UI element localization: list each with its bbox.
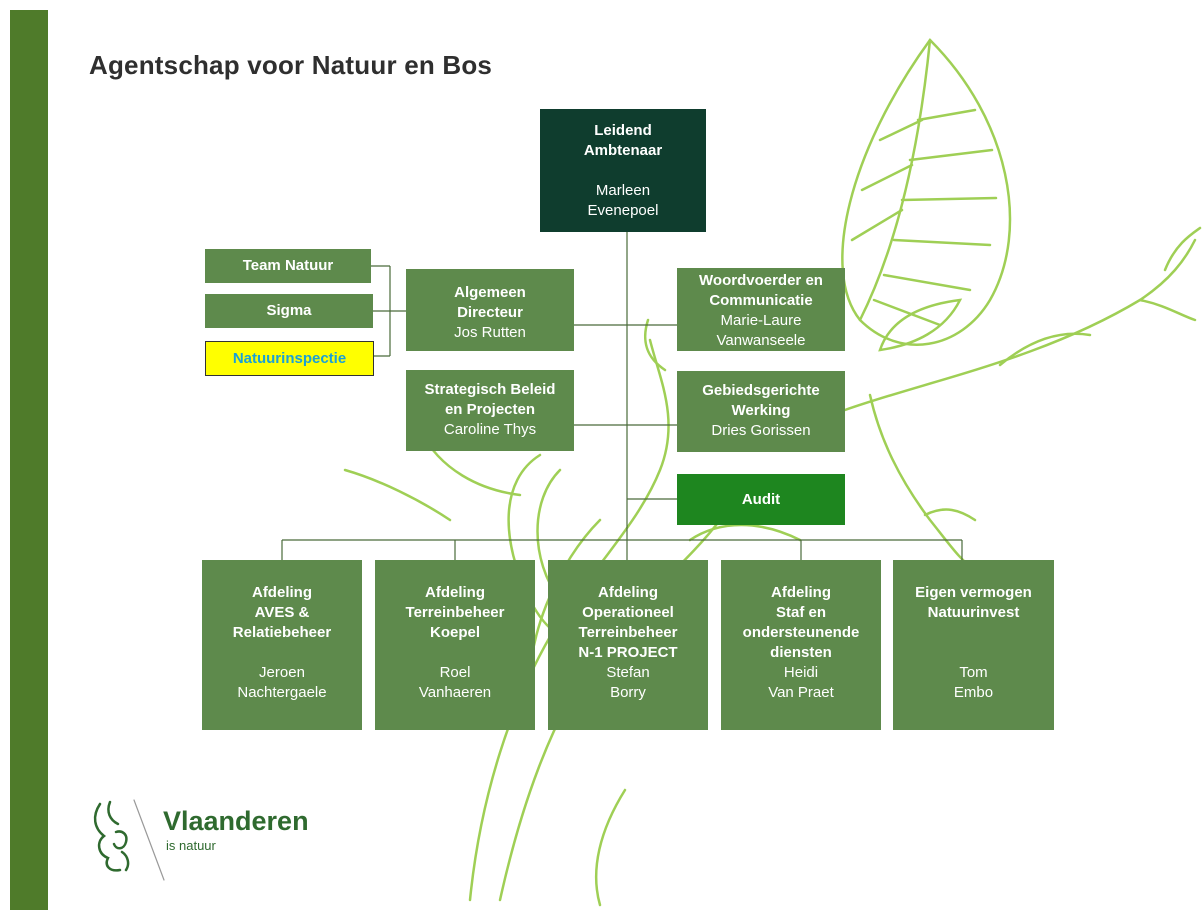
- afdeling-staf-box: Afdeling Staf en ondersteunende diensten…: [721, 560, 881, 730]
- logo-tagline: is natuur: [166, 838, 216, 853]
- left-sidebar-bar: [10, 10, 48, 910]
- logo-name: Vlaanderen: [163, 806, 309, 836]
- box-title: Afdeling Operationeel Terreinbeheer N-1 …: [578, 584, 678, 661]
- audit-box: Audit: [677, 474, 845, 525]
- gebiedsgerichte-werking-box: Gebiedsgerichte Werking Dries Gorissen: [677, 371, 845, 452]
- box-person: Marleen Evenepoel: [587, 182, 659, 219]
- box-title: Leidend Ambtenaar: [583, 122, 663, 159]
- lion-icon: [93, 799, 165, 881]
- box-person: Marie-Laure Vanwanseele: [716, 312, 806, 349]
- box-title: Algemeen Directeur: [454, 284, 526, 321]
- eigen-vermogen-box: Eigen vermogen Natuurinvest Tom Embo: [893, 560, 1054, 730]
- page-title: Agentschap voor Natuur en Bos: [89, 50, 493, 80]
- box-title: Natuurinspectie: [232, 349, 347, 367]
- box-title: Team Natuur: [242, 257, 334, 274]
- box-person: Heidi Van Praet: [768, 664, 834, 701]
- strategisch-beleid-box: Strategisch Beleid en Projecten Caroline…: [406, 370, 574, 451]
- box-title: Afdeling Staf en ondersteunende diensten: [742, 584, 860, 661]
- algemeen-directeur-box: Algemeen Directeur Jos Rutten: [406, 269, 574, 351]
- box-person: Jos Rutten: [454, 324, 526, 341]
- afdeling-terreinbeheer-koepel-box: Afdeling Terreinbeheer Koepel Roel Vanha…: [375, 560, 535, 730]
- afdeling-aves-box: Afdeling AVES & Relatiebeheer Jeroen Nac…: [202, 560, 362, 730]
- box-title: Audit: [741, 490, 781, 508]
- box-person: Roel Vanhaeren: [418, 664, 492, 701]
- box-person: Dries Gorissen: [711, 422, 811, 439]
- natuurinspectie-box: Natuurinspectie: [205, 341, 374, 376]
- woordvoerder-box: Woordvoerder en Communicatie Marie-Laure…: [677, 268, 845, 351]
- leidend-ambtenaar-box: Leidend Ambtenaar Marleen Evenepoel: [540, 109, 706, 232]
- box-title: Afdeling Terreinbeheer Koepel: [405, 584, 505, 641]
- afdeling-operationeel-box: Afdeling Operationeel Terreinbeheer N-1 …: [548, 560, 708, 730]
- box-person: Tom Embo: [953, 664, 994, 701]
- box-title: Eigen vermogen Natuurinvest: [915, 584, 1032, 621]
- box-title: Afdeling AVES & Relatiebeheer: [232, 584, 332, 641]
- box-person: Caroline Thys: [443, 421, 537, 438]
- box-title: Gebiedsgerichte Werking: [702, 382, 820, 419]
- box-title: Woordvoerder en Communicatie: [699, 272, 823, 309]
- box-title: Sigma: [266, 302, 312, 319]
- team-natuur-box: Team Natuur: [205, 249, 371, 283]
- box-title: Strategisch Beleid en Projecten: [424, 381, 556, 418]
- sigma-box: Sigma: [205, 294, 373, 328]
- box-person: Jeroen Nachtergaele: [237, 664, 327, 701]
- box-person: Stefan Borry: [606, 664, 650, 701]
